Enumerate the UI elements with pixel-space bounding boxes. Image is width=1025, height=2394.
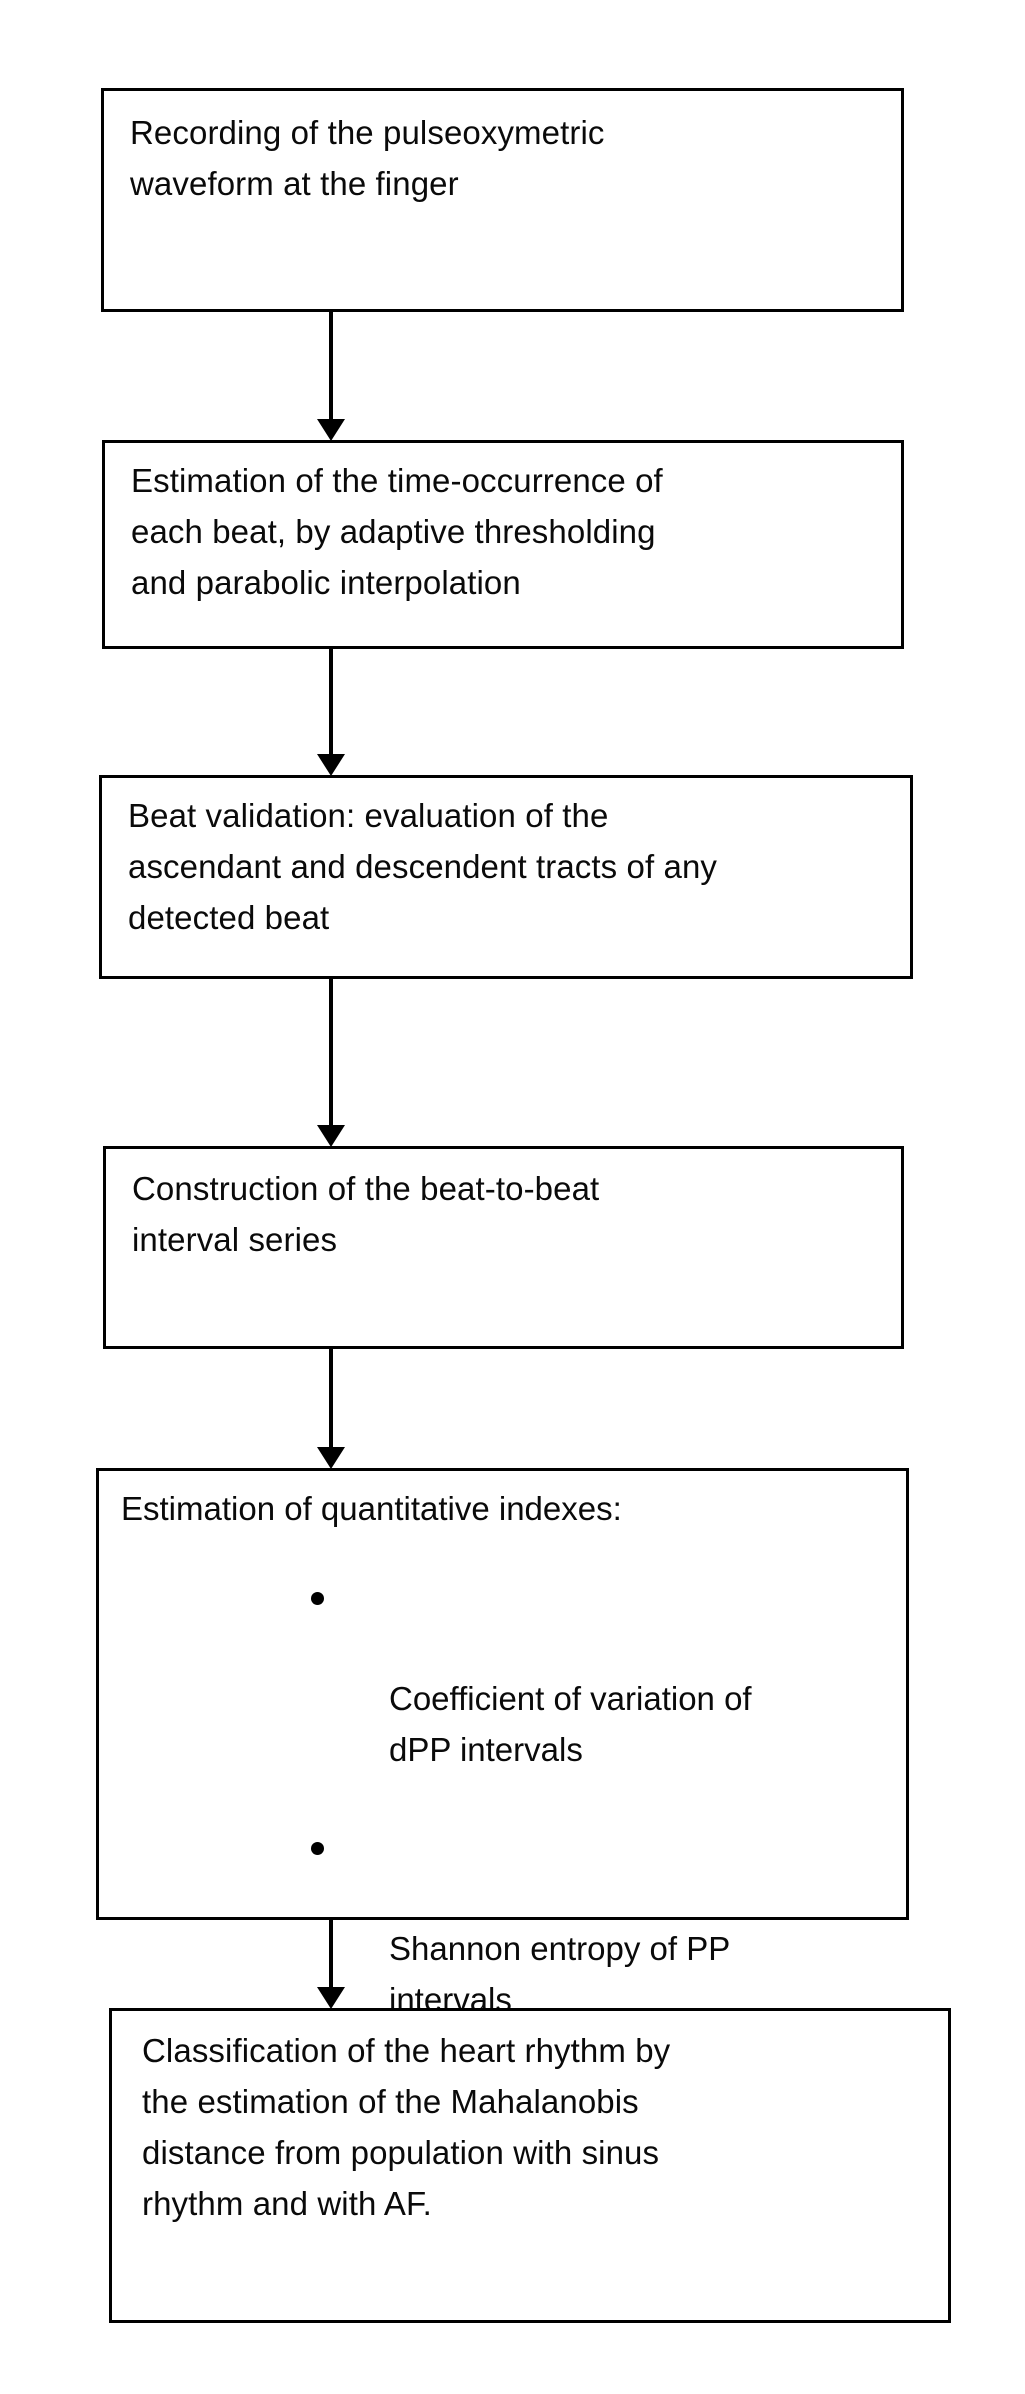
arrow-shaft [329,978,333,1127]
arrow-head-icon [317,1447,345,1469]
flowchart-node-rhythm-classification: Classification of the heart rhythm by th… [109,2008,951,2323]
connector-arrow-1 [311,311,351,441]
flowchart-node-beat-validation: Beat validation: evaluation of the ascen… [99,775,913,979]
flowchart-node-interval-series: Construction of the beat-to-beat interva… [103,1146,904,1349]
node-bullet-list: Coefficient of variation of dPP interval… [121,1571,894,2071]
node-label: Recording of the pulseoxymetric waveform… [130,107,887,209]
list-item-label: Coefficient of variation of dPP interval… [389,1680,752,1768]
arrow-head-icon [317,1987,345,2009]
arrow-shaft [329,1348,333,1449]
connector-arrow-5 [311,1919,351,2009]
arrow-shaft [329,311,333,421]
bullet-dot-icon [311,1842,324,1855]
node-label: Estimation of quantitative indexes: [121,1483,622,1534]
flowchart-node-recording: Recording of the pulseoxymetric waveform… [101,88,904,312]
bullet-dot-icon [311,1592,324,1605]
arrow-head-icon [317,419,345,441]
arrow-head-icon [317,1125,345,1147]
arrow-head-icon [317,754,345,776]
list-item: Coefficient of variation of dPP interval… [121,1571,894,1775]
node-label: Estimation of the time-occurrence of eac… [131,455,887,608]
arrow-shaft [329,1919,333,1989]
flowchart-node-quantitative-indexes: Estimation of quantitative indexes: Coef… [96,1468,909,1920]
connector-arrow-3 [311,978,351,1147]
node-label: Beat validation: evaluation of the ascen… [128,790,896,943]
node-label: Construction of the beat-to-beat interva… [132,1163,887,1265]
list-item: Shannon entropy of PP intervals [121,1821,894,2025]
arrow-shaft [329,648,333,756]
connector-arrow-4 [311,1348,351,1469]
node-label: Classification of the heart rhythm by th… [142,2025,934,2229]
list-item-label: Shannon entropy of PP intervals [389,1930,730,2018]
connector-arrow-2 [311,648,351,776]
flowchart-node-beat-time-estimation: Estimation of the time-occurrence of eac… [102,440,904,649]
